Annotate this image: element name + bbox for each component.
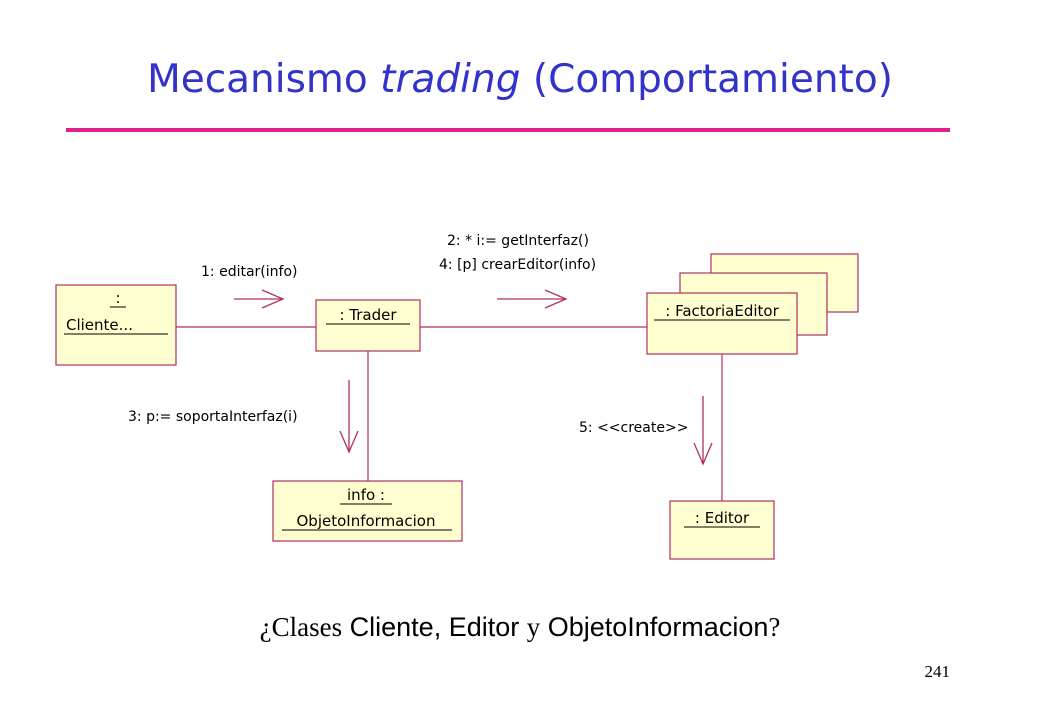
object-cliente-line2: Cliente... (66, 316, 133, 334)
message-2-label: 2: * i:= getInterfaz() (447, 233, 589, 249)
message-5-label: 5: <<create>> (579, 420, 688, 436)
caption-open-question-mark: ¿ (259, 612, 272, 642)
title-emphasis: trading (380, 57, 521, 102)
object-info: info : ObjetoInformacion (272, 480, 463, 542)
title-prefix: Mecanismo (147, 57, 381, 102)
question-caption: ¿Clases Cliente, Editor y ObjetoInformac… (0, 612, 1040, 643)
caption-word-clases: Clases (271, 612, 343, 642)
message-3-arrow-head (339, 430, 359, 454)
object-trader: : Trader (315, 299, 421, 352)
title-underline-rule (66, 128, 950, 132)
caption-word-y: y (526, 612, 541, 642)
page-number: 241 (924, 662, 951, 681)
object-info-line2: ObjetoInformacion (297, 512, 436, 530)
object-factoria-label: : FactoriaEditor (665, 302, 779, 320)
object-cliente-box (55, 284, 177, 366)
message-1-arrow-head (261, 289, 285, 309)
title-suffix: (Comportamiento) (520, 57, 893, 102)
object-editor-box (669, 500, 775, 560)
object-editor: : Editor (669, 500, 775, 560)
caption-class-name-last: ObjetoInformacion (540, 612, 769, 642)
message-3-label: 3: p:= soportaInterfaz(i) (128, 409, 298, 425)
object-trader-label: : Trader (339, 306, 397, 324)
message-2-4-arrow-head (544, 289, 568, 309)
object-editor-label: : Editor (695, 509, 750, 527)
object-factoria: : FactoriaEditor (646, 292, 798, 355)
object-info-line1: info : (347, 486, 385, 504)
object-trader-box (315, 299, 421, 352)
caption-class-names: Cliente, Editor (342, 612, 527, 642)
object-cliente-line1: : (115, 289, 120, 307)
object-factoria-box (646, 292, 798, 355)
message-5-arrow-head (693, 442, 713, 466)
message-4-label: 4: [p] crearEditor(info) (439, 257, 596, 273)
object-info-box (272, 480, 463, 542)
slide-title: Mecanismo trading (Comportamiento) (0, 57, 1040, 103)
caption-close-question-mark: ? (768, 612, 781, 642)
message-1-label: 1: editar(info) (201, 264, 297, 280)
object-cliente: : Cliente... (55, 284, 177, 366)
